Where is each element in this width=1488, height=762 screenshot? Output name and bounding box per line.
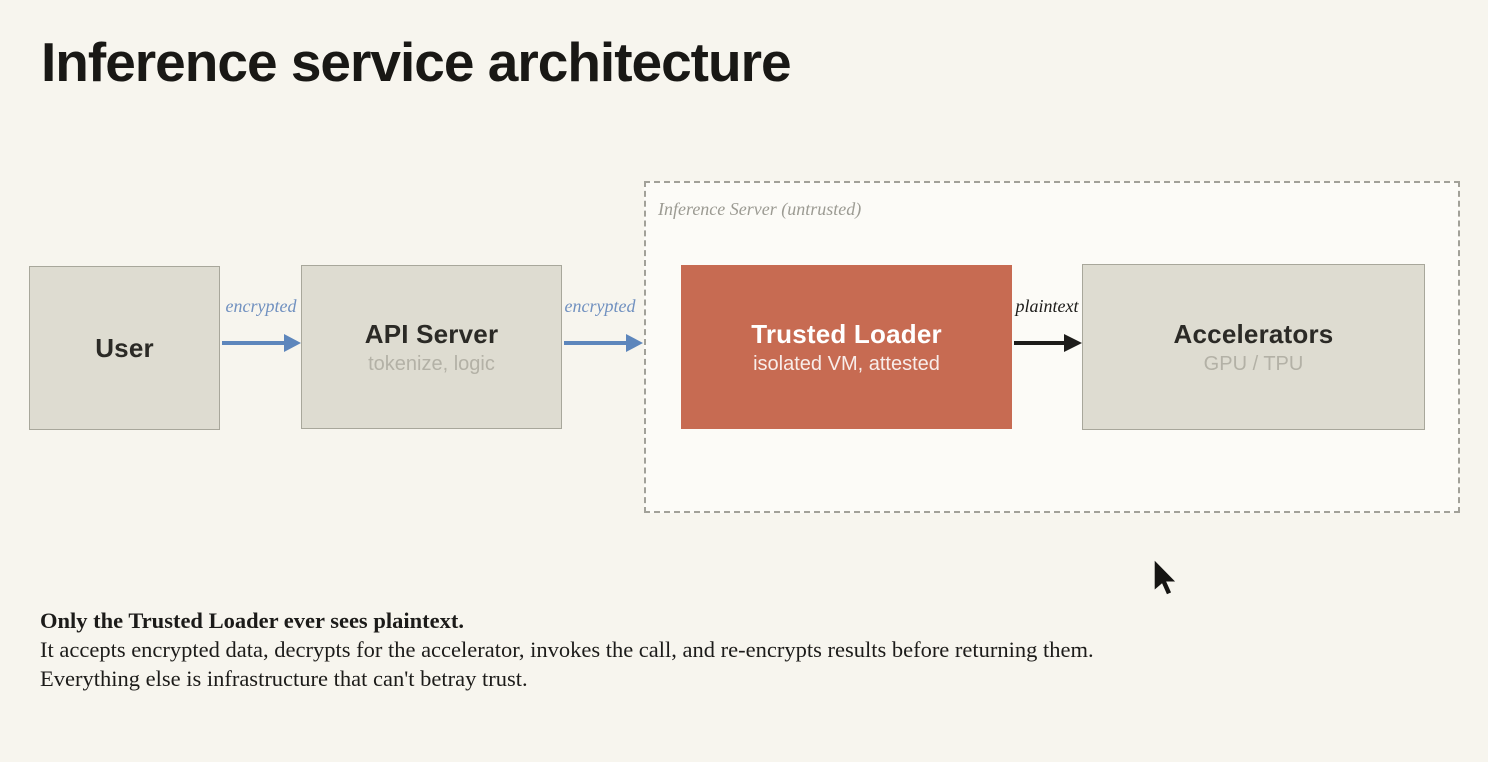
node-user: User	[29, 266, 220, 430]
node-accelerators: Accelerators GPU / TPU	[1082, 264, 1425, 430]
node-trusted-loader-label: Trusted Loader	[751, 318, 942, 349]
arrow-trusted-loader-to-accelerators	[1014, 341, 1064, 345]
edge-label-plaintext: plaintext	[1015, 296, 1079, 316]
node-api-server-label: API Server	[364, 318, 499, 349]
arrow-api-server-to-inference-server	[564, 341, 626, 345]
edge-label-encrypted-2: encrypted	[564, 296, 636, 316]
node-trusted-loader: Trusted Loader isolated VM, attested	[681, 265, 1012, 429]
mouse-cursor-icon	[1153, 558, 1179, 596]
node-api-server: API Server tokenize, logic	[301, 265, 562, 429]
node-user-label: User	[95, 332, 154, 363]
edge-label-encrypted-1: encrypted	[225, 296, 297, 316]
arrow-user-to-api-server	[222, 341, 284, 345]
node-trusted-loader-sublabel: isolated VM, attested	[753, 352, 940, 375]
node-accelerators-sublabel: GPU / TPU	[1203, 352, 1304, 375]
note-line: Everything else is infrastructure that c…	[40, 666, 528, 691]
page-title: Inference service architecture	[41, 31, 792, 93]
note-line: It accepts encrypted data, decrypts for …	[40, 637, 1094, 662]
note-heading: Only the Trusted Loader ever sees plaint…	[40, 608, 464, 633]
summary-note: Only the Trusted Loader ever sees plaint…	[40, 606, 1440, 693]
node-api-server-sublabel: tokenize, logic	[368, 352, 495, 375]
node-accelerators-label: Accelerators	[1173, 318, 1334, 349]
inference-server-zone-label: Inference Server (untrusted)	[658, 199, 862, 219]
